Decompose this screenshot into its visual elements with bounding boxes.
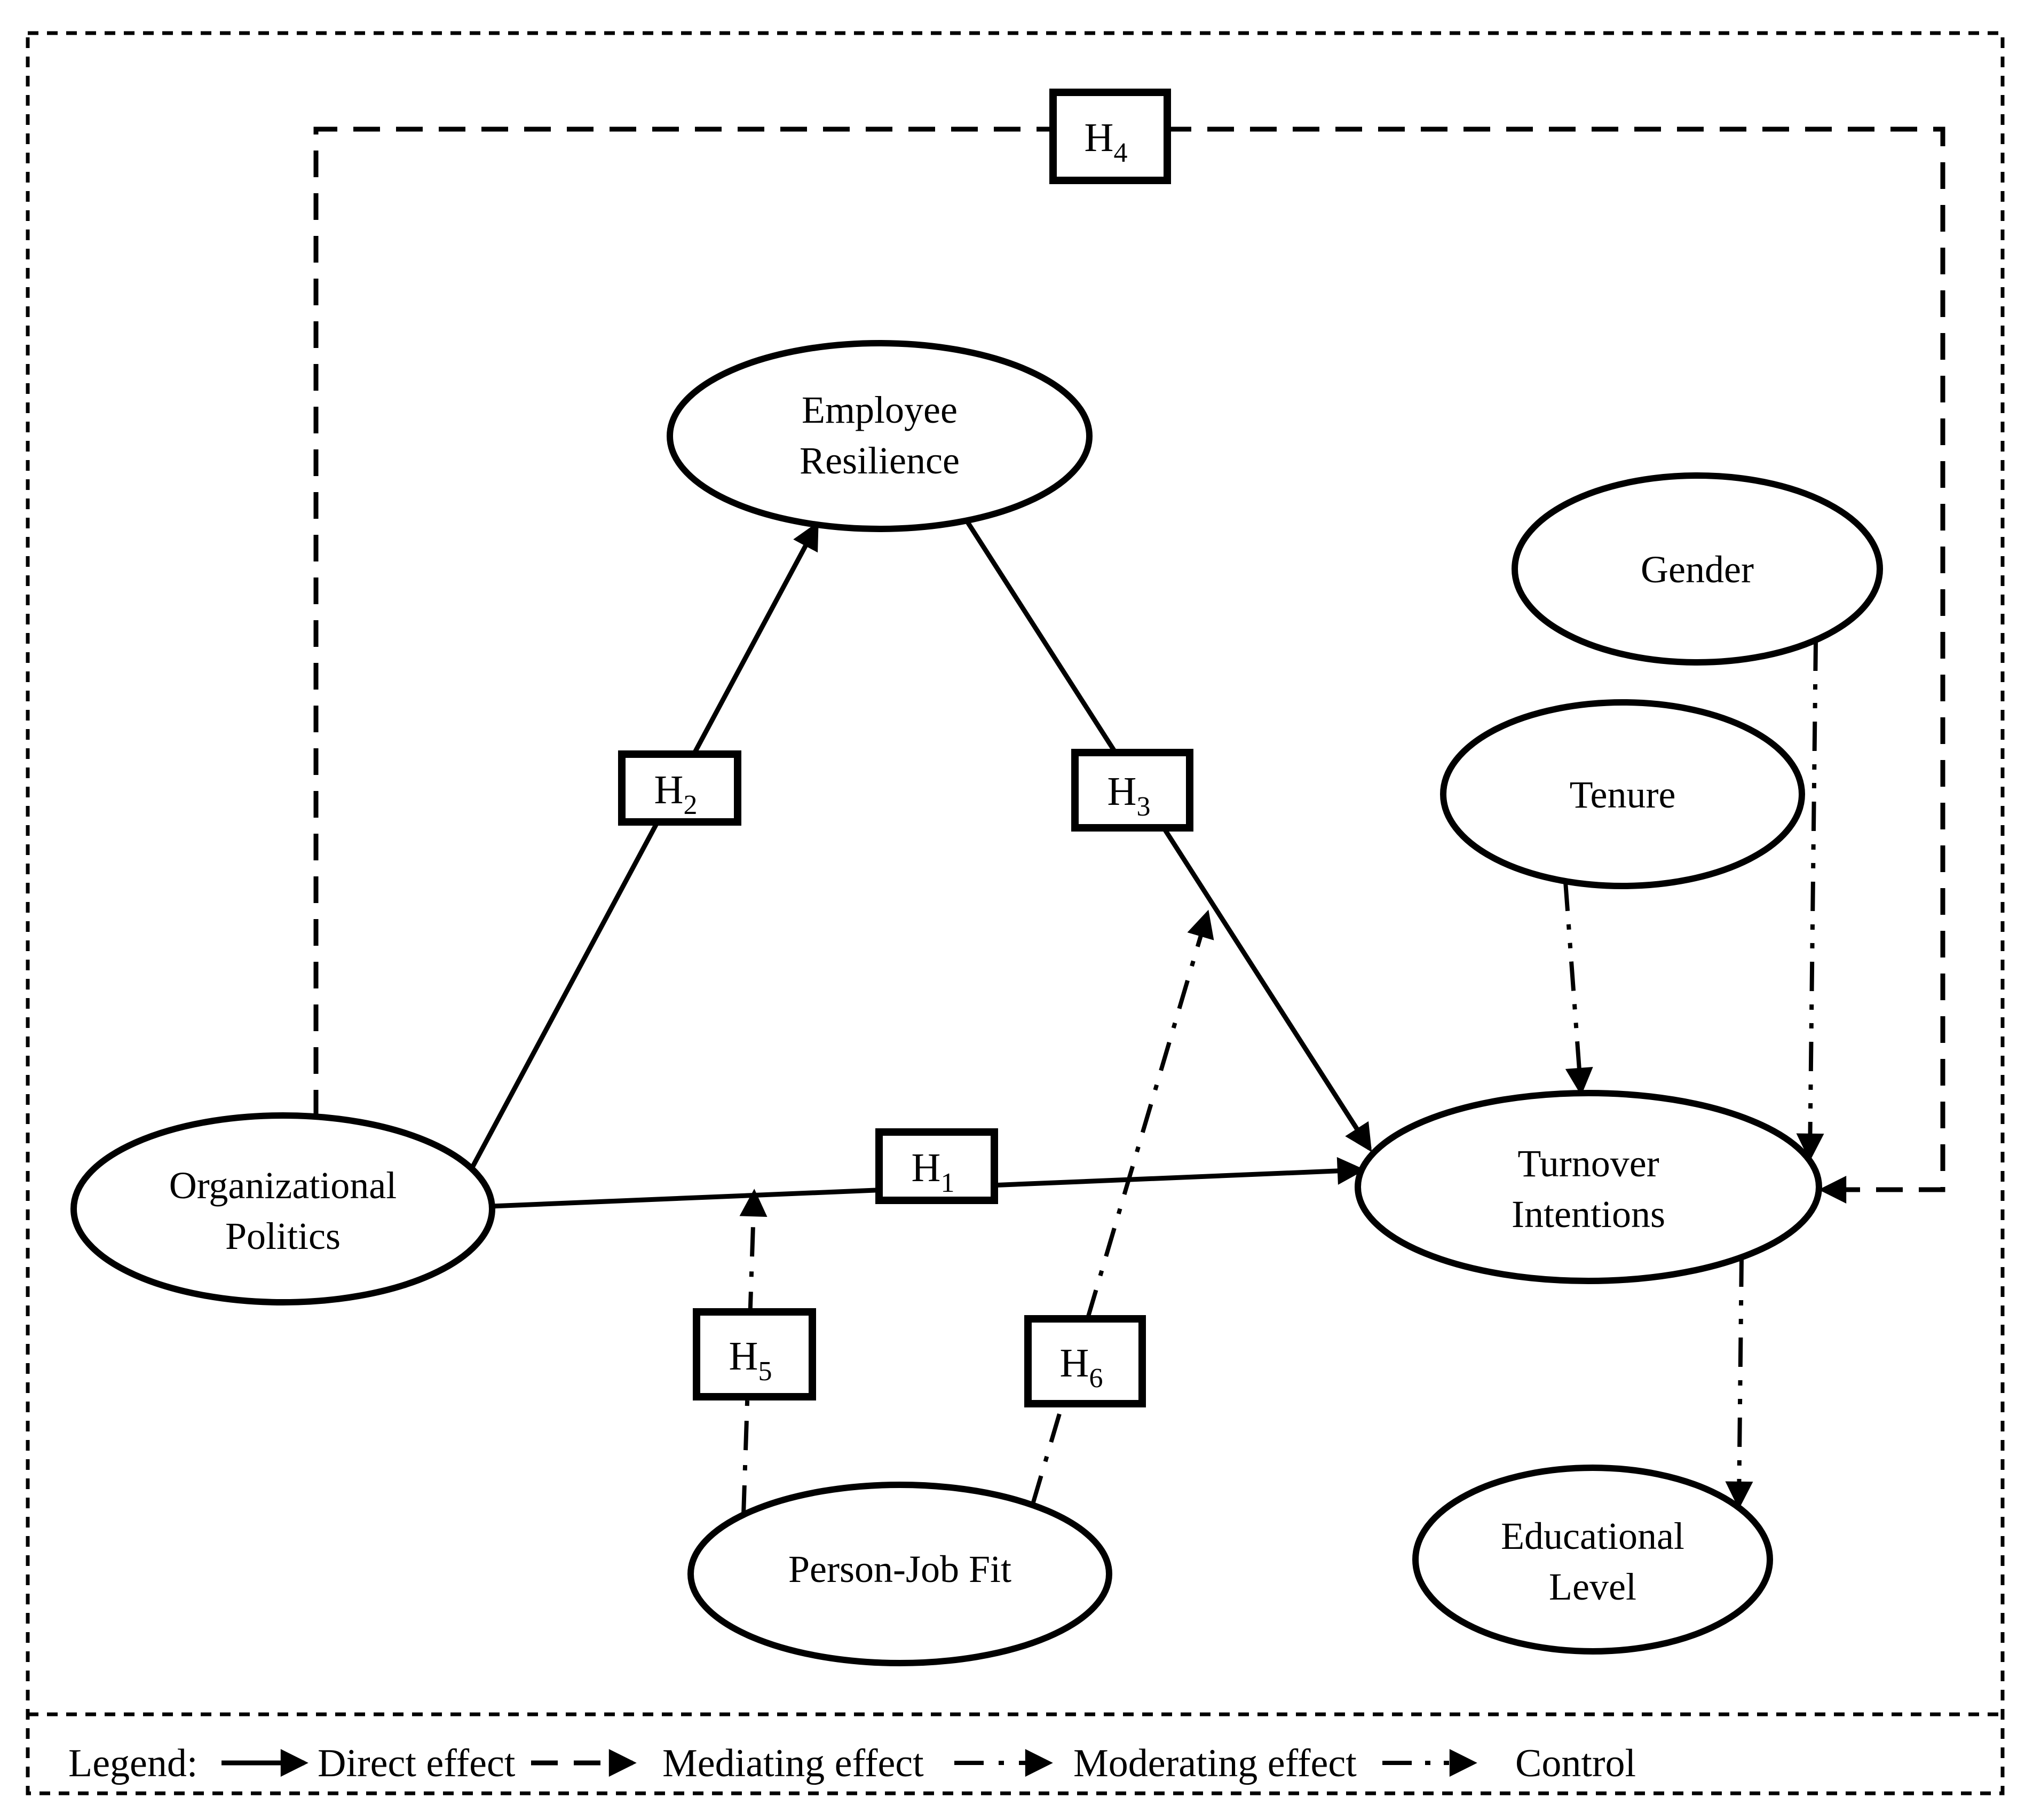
outer-border [26,31,2005,1795]
gender-ellipse [1512,472,1883,666]
educational-level-ellipse [1412,1465,1773,1655]
legend-item-moderating-effect: Moderating effect [954,1742,1357,1785]
control-label: Control [1515,1742,1636,1785]
edge-control-gender [1796,641,1824,1161]
direct-effect-label: Direct effect [318,1742,516,1785]
educational-level-label-line2: Level [1549,1565,1636,1608]
h3-box-rect [1071,749,1193,832]
node-educational-level: Educational Level [1412,1465,1773,1655]
h4-box-rect [1049,89,1171,184]
h6-box-rect [1024,1315,1146,1407]
edge-h6-moderating-effect [1031,909,1214,1505]
turnover-intentions-label-line2: Intentions [1512,1193,1665,1236]
legend: Legend: Direct effect Mediating effect M… [68,1742,1636,1785]
legend-title: Legend: [68,1742,197,1785]
h3-label: H3 [1107,769,1151,822]
h1-box-rect [875,1128,998,1204]
hypothesis-box-h6: H6 [1024,1315,1146,1407]
turnover-intentions-label-line1: Turnover [1517,1142,1659,1185]
edge-h5-moderating-effect [739,1189,768,1515]
node-employee-resilience: Employee Resilience [667,340,1093,532]
edge-h4-mediating-effect [313,126,1945,1204]
node-gender: Gender [1512,472,1883,666]
edge-control-educational-level [1725,1257,1753,1509]
hypothesis-box-h5: H5 [693,1308,816,1400]
moderating-effect-label: Moderating effect [1073,1742,1357,1785]
turnover-intentions-ellipse [1355,1090,1822,1284]
tenure-label: Tenure [1570,773,1676,816]
legend-item-mediating-effect: Mediating effect [531,1742,924,1785]
educational-level-label-line1: Educational [1501,1515,1684,1557]
h4-label: H4 [1085,115,1128,168]
gender-label: Gender [1641,548,1754,591]
employee-resilience-label-line1: Employee [802,389,958,431]
hypothesis-box-h2: H2 [618,750,741,826]
node-person-job-fit: Person-Job Fit [687,1482,1112,1666]
employee-resilience-ellipse [667,340,1093,532]
organizational-politics-ellipse [70,1112,495,1305]
hypothesis-box-h4: H4 [1049,89,1171,184]
h1-label: H1 [912,1145,955,1198]
hypothesis-box-h3: H3 [1071,749,1193,832]
employee-resilience-label-line2: Resilience [800,439,960,482]
organizational-politics-label-line1: Organizational [169,1164,397,1207]
legend-item-direct-effect: Direct effect [221,1742,516,1785]
node-turnover-intentions: Turnover Intentions [1355,1090,1822,1284]
h2-label: H2 [654,767,698,820]
edge-h3-direct-effect [965,520,1372,1152]
person-job-fit-label: Person-Job Fit [788,1548,1011,1590]
h5-box-rect [693,1308,816,1400]
hypothesis-box-h1: H1 [875,1128,998,1204]
h6-label: H6 [1060,1341,1103,1394]
organizational-politics-label-line2: Politics [225,1215,341,1257]
edge-control-tenure [1563,881,1593,1096]
node-organizational-politics: Organizational Politics [70,1112,495,1305]
node-tenure: Tenure [1440,699,1805,889]
edge-h2-direct-effect [470,521,819,1169]
h5-label: H5 [729,1334,772,1387]
mediating-effect-label: Mediating effect [662,1742,924,1785]
legend-item-control: Control [1382,1742,1636,1785]
h2-box-rect [618,750,741,826]
tenure-ellipse [1440,699,1805,889]
person-job-fit-ellipse [687,1482,1112,1666]
